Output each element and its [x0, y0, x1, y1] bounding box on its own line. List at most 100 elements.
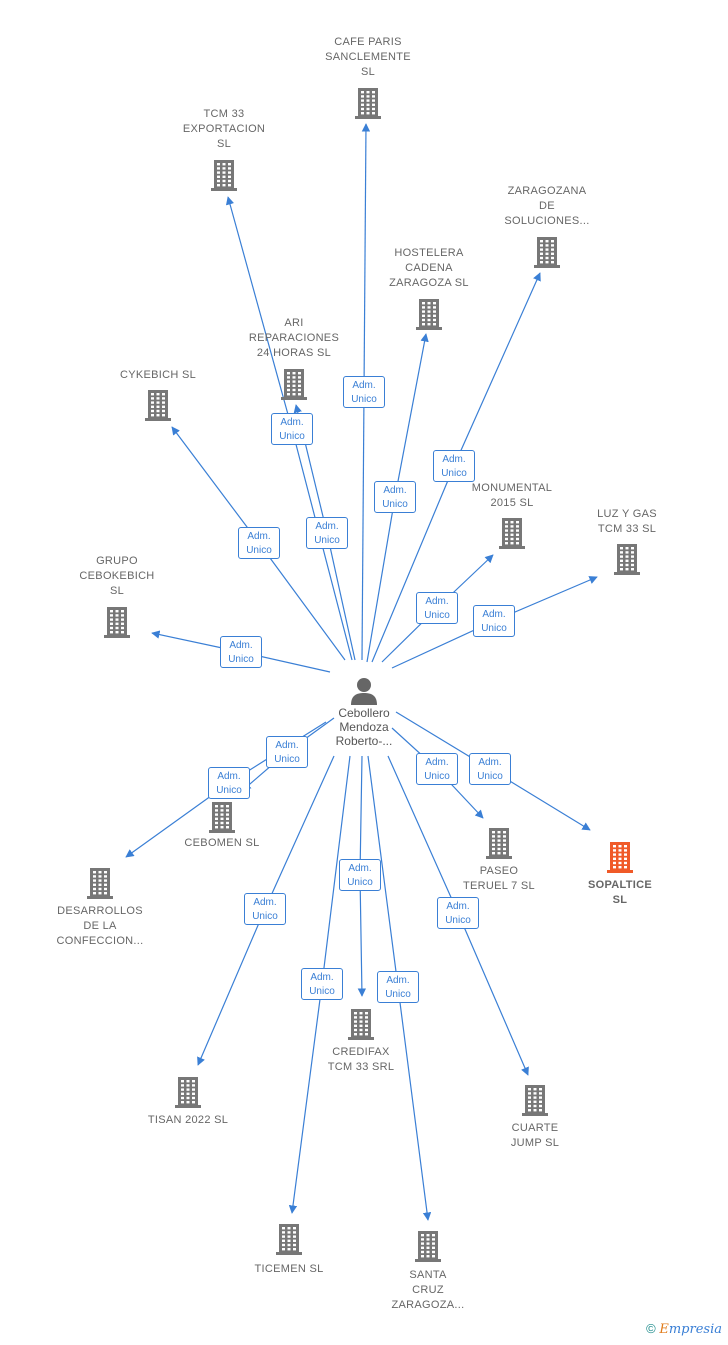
role-badge-line1: Adm.	[352, 380, 376, 391]
company-node-grupo-cebokebich[interactable]	[57, 605, 177, 639]
company-label-cuarte-jump[interactable]: CUARTE JUMP SL	[510, 1122, 560, 1149]
role-badge-line1: Adm.	[315, 521, 339, 532]
role-badge-line2: Unico	[252, 911, 278, 922]
role-badge-credifax[interactable]: Adm.Unico	[339, 859, 381, 891]
company-node-luz-y-gas[interactable]	[567, 542, 687, 576]
company-label-hostelera[interactable]: HOSTELERA CADENA ZARAGOZA SL	[389, 247, 469, 289]
company-node-tcm33-exportacion[interactable]	[164, 158, 284, 192]
company-node-ticemen[interactable]	[229, 1222, 349, 1256]
company-node-cafe-paris[interactable]	[308, 86, 428, 120]
company-node-cuarte-jump[interactable]	[475, 1083, 595, 1117]
role-badge-cebomen[interactable]: Adm. Unico	[266, 736, 308, 768]
company-node-santa-cruz[interactable]	[368, 1229, 488, 1263]
company-node-desarrollos[interactable]	[40, 866, 160, 900]
role-badge-hostelera[interactable]: Adm. Unico	[374, 481, 416, 513]
company-label-credifax[interactable]: CREDIFAX TCM 33 SRL	[327, 1046, 395, 1073]
building-icon	[499, 518, 525, 549]
role-badge-zaragozana[interactable]: Adm.Unico	[433, 450, 475, 482]
role-badge-line1: Adm.	[253, 897, 277, 908]
company-label-zaragozana[interactable]: ZARAGOZANA DE SOLUCIONES...	[504, 185, 590, 227]
role-badge-line2: Unico	[274, 754, 300, 765]
company-label-cafe-paris[interactable]: CAFE PARIS SANCLEMENTE SL	[325, 36, 411, 78]
building-icon	[348, 1009, 374, 1040]
building-icon	[281, 369, 307, 400]
company-node-monumental[interactable]	[452, 516, 572, 550]
role-badge-line2: Unico	[481, 623, 507, 634]
role-badge-line2: Unico	[246, 545, 272, 556]
role-badge-line1: Adm.	[425, 596, 449, 607]
copyright-symbol: ©	[646, 1321, 656, 1336]
building-icon	[104, 607, 130, 638]
building-icon	[614, 544, 640, 575]
role-badge-cafe-paris[interactable]: Adm. Unico	[343, 376, 385, 408]
empresia-logo[interactable]: Empresia	[659, 1322, 722, 1337]
role-badge-monumental[interactable]: Adm. Unico	[416, 592, 458, 624]
company-node-cebomen[interactable]	[162, 800, 282, 834]
company-node-zaragozana[interactable]	[487, 235, 607, 269]
role-badge-line2: Unico	[309, 986, 335, 997]
building-icon	[145, 390, 171, 421]
company-label-tcm33-exportacion[interactable]: TCM 33 EXPORTACION SL	[182, 108, 266, 150]
company-label-ticemen[interactable]: TICEMEN SL	[254, 1263, 324, 1275]
role-badge-line1: Adm.	[217, 771, 241, 782]
role-badge-ticemen[interactable]: Adm. Unico	[301, 968, 343, 1000]
building-icon	[355, 88, 381, 119]
role-badge-line1: Adm.	[280, 417, 304, 428]
building-icon	[175, 1077, 201, 1108]
company-label-ari[interactable]: ARI REPARACIONES 24 HORAS SL	[248, 317, 340, 359]
company-node-hostelera[interactable]	[369, 297, 489, 331]
company-label-sopaltice[interactable]: SOPALTICE SL	[587, 879, 653, 906]
company-label-tisan[interactable]: TISAN 2022 SL	[147, 1114, 229, 1126]
role-badge-tisan[interactable]: Adm. Unico	[244, 893, 286, 925]
role-badge-line1: Adm.	[482, 609, 506, 620]
company-node-paseo-teruel[interactable]	[439, 826, 559, 860]
role-badge-line1: Adm.	[247, 531, 271, 542]
company-node-ari[interactable]	[234, 367, 354, 401]
role-badge-line2: Unico	[382, 499, 408, 510]
role-badge-grupo-cebokebich[interactable]: Adm.Unico	[220, 636, 262, 668]
role-badge-line1: Adm.	[446, 901, 470, 912]
building-icon	[522, 1085, 548, 1116]
role-badge-line2: Unico	[424, 610, 450, 621]
company-label-desarrollos[interactable]: DESARROLLOS DE LA CONFECCION...	[56, 905, 144, 947]
role-badge-paseo-teruel[interactable]: Adm.Unico	[416, 753, 458, 785]
company-node-credifax[interactable]	[301, 1007, 421, 1041]
role-badge-cuarte-jump[interactable]: Adm. Unico	[437, 897, 479, 929]
role-badge-line1: Adm.	[348, 863, 372, 874]
role-badge-line2: Unico	[424, 771, 450, 782]
role-badge-cykebich[interactable]: Adm. Unico	[238, 527, 280, 559]
building-icon	[209, 802, 235, 833]
role-badge-desarrollos[interactable]: Adm. Unico	[208, 767, 250, 799]
company-node-sopaltice[interactable]	[560, 840, 680, 874]
center-person[interactable]: Cebollero Mendoza Roberto-...	[304, 676, 424, 748]
company-label-luz-y-gas[interactable]: LUZ Y GAS TCM 33 SL	[597, 508, 657, 535]
role-badge-line2: Unico	[351, 394, 377, 405]
role-badge-sopaltice[interactable]: Adm.Unico	[469, 753, 511, 785]
role-badge-line2: Unico	[441, 468, 467, 479]
role-badge-line1: Adm.	[383, 485, 407, 496]
role-badge-line2: Unico	[216, 785, 242, 796]
company-node-cykebich[interactable]	[98, 388, 218, 422]
building-icon	[486, 828, 512, 859]
role-badge-line2: Unico	[445, 915, 471, 926]
company-label-monumental[interactable]: MONUMENTAL 2015 SL	[471, 482, 553, 509]
company-label-grupo-cebokebich[interactable]: GRUPO CEBOKEBICH SL	[79, 555, 155, 597]
role-badge-luz-y-gas[interactable]: Adm. Unico	[473, 605, 515, 637]
role-badge-santa-cruz[interactable]: Adm. Unico	[377, 971, 419, 1003]
company-label-cykebich[interactable]: CYKEBICH SL	[119, 369, 197, 381]
company-node-tisan[interactable]	[128, 1075, 248, 1109]
role-badge-line1: Adm.	[275, 740, 299, 751]
building-icon	[276, 1224, 302, 1255]
role-badge-line1: Adm.	[386, 975, 410, 986]
role-badge-line2: Unico	[385, 989, 411, 1000]
company-label-cebomen[interactable]: CEBOMEN SL	[184, 837, 260, 849]
role-badge-line1: Adm.	[310, 972, 334, 983]
building-icon	[534, 237, 560, 268]
company-label-santa-cruz[interactable]: SANTA CRUZ ZARAGOZA...	[391, 1269, 465, 1311]
company-label-paseo-teruel[interactable]: PASEO TERUEL 7 SL	[463, 865, 535, 892]
role-badge-ari[interactable]: Adm.Unico	[306, 517, 348, 549]
role-badge-tcm33-exportacion[interactable]: Adm.Unico	[271, 413, 313, 445]
building-icon	[211, 160, 237, 191]
role-badge-line2: Unico	[477, 771, 503, 782]
building-icon	[607, 842, 633, 873]
